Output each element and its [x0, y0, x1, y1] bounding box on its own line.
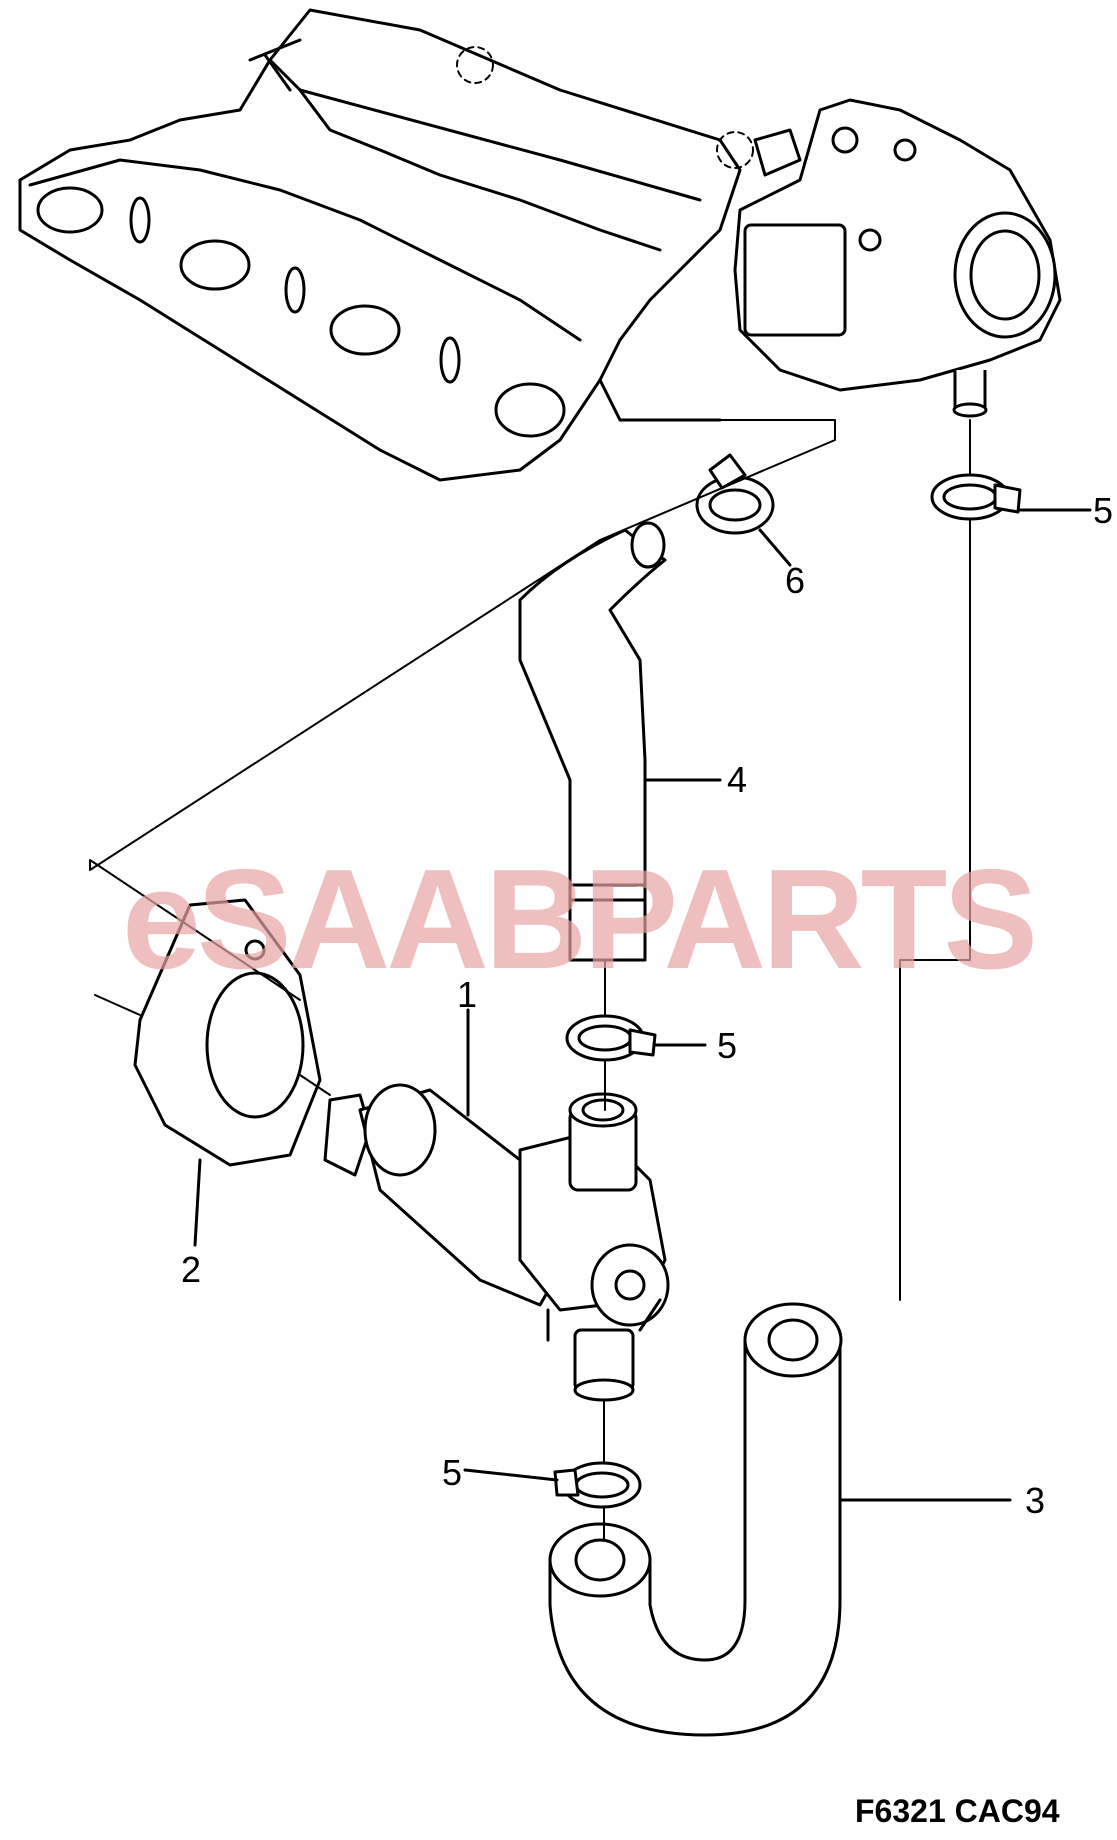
intake-manifold — [18, 8, 754, 482]
callout-3: 3 — [1025, 1480, 1045, 1521]
assembly-lines — [89, 419, 971, 1541]
callout-6: 6 — [785, 560, 805, 601]
pump-1 — [323, 1083, 670, 1402]
hose-3 — [548, 1302, 843, 1737]
clamp-low — [553, 1461, 642, 1509]
callout-1: 1 — [457, 974, 477, 1015]
clamp-6 — [695, 453, 775, 535]
leader-lines — [193, 508, 1092, 1502]
callout-5-low: 5 — [442, 1452, 462, 1493]
gasket-2 — [133, 898, 322, 1167]
callout-5-mid: 5 — [717, 1025, 737, 1066]
clamp-mid — [565, 1014, 657, 1062]
callout-2: 2 — [181, 1249, 201, 1290]
throttle-body — [733, 98, 1062, 418]
callout-5-top: 5 — [1093, 490, 1113, 531]
drawing-code: F6321 CAC94 — [855, 1793, 1060, 1829]
clamp-top — [930, 473, 1022, 521]
callout-4: 4 — [727, 759, 747, 800]
watermark-text: eSAABPARTS — [122, 840, 1034, 999]
